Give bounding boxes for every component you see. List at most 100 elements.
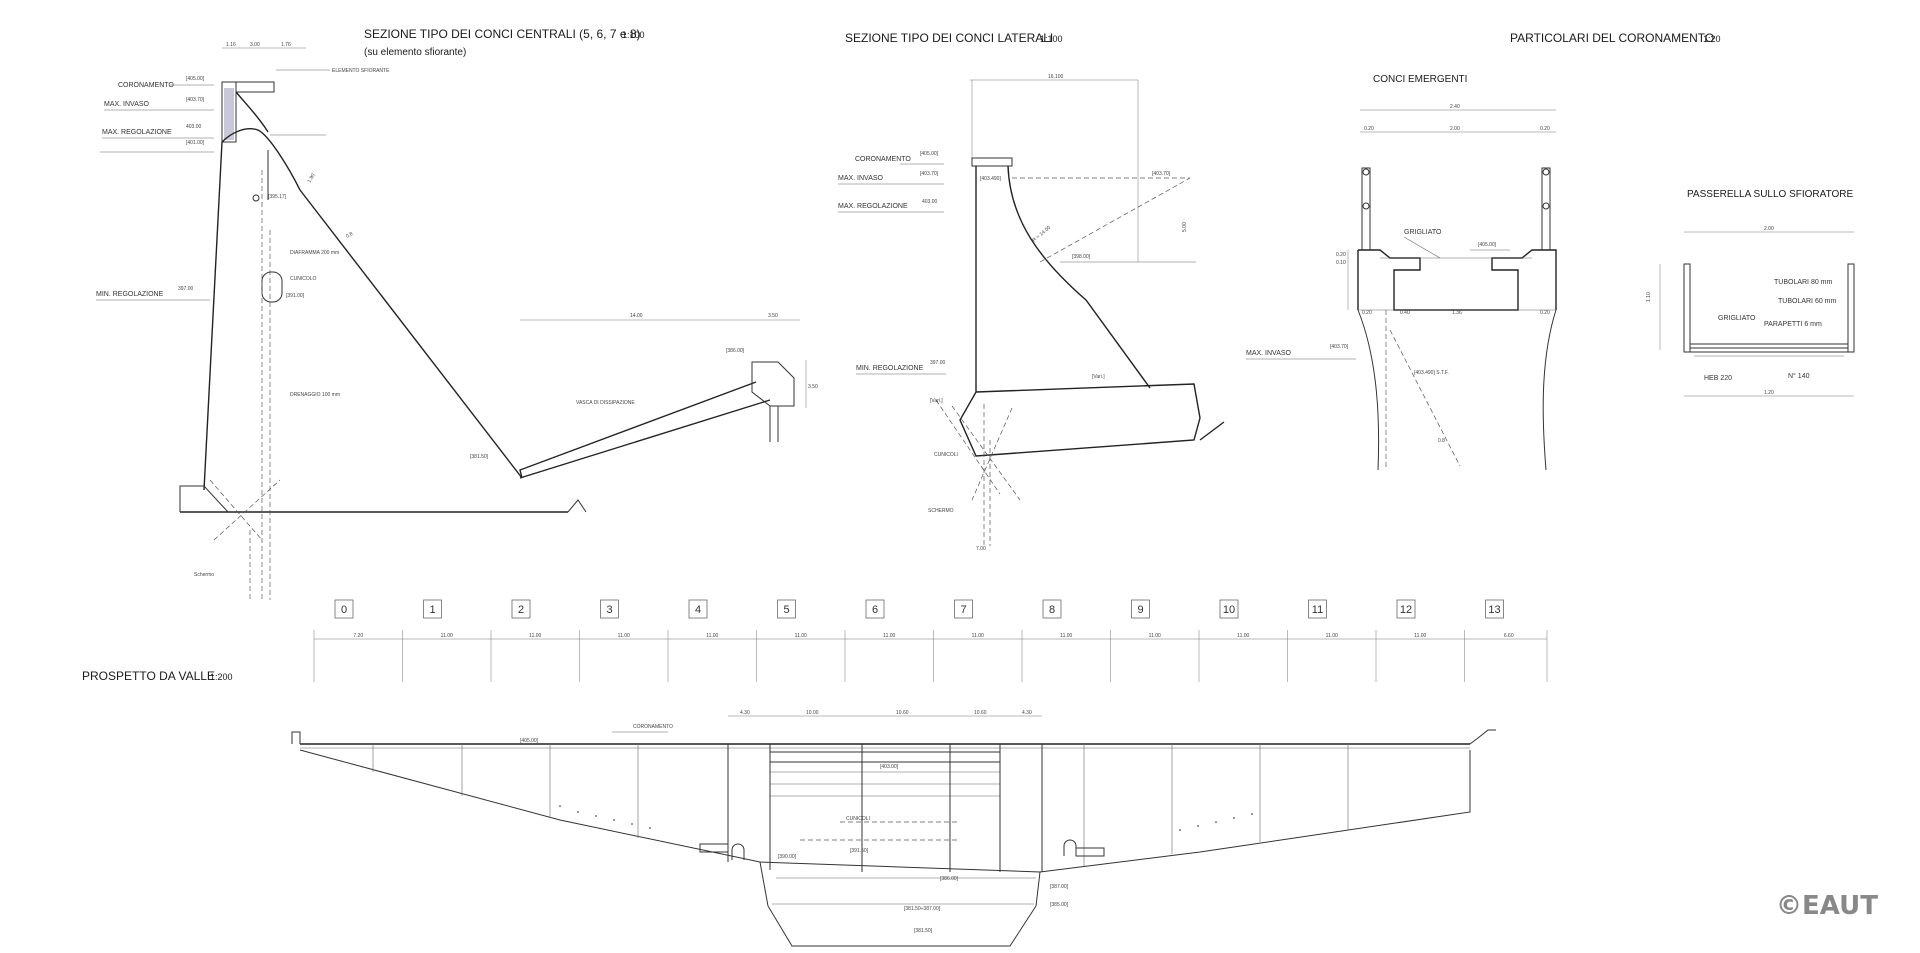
svg-text:397.00: 397.00: [930, 360, 946, 366]
block-number: 12: [1400, 604, 1412, 616]
lateral-coronamento-label: CORONAMENTO: [855, 156, 911, 163]
walkway-title: PASSERELLA SULLO SFIORATORE: [1687, 189, 1854, 200]
block-number-box: [688, 599, 708, 619]
block-number: 5: [783, 604, 789, 616]
svg-text:403.00: 403.00: [186, 124, 202, 130]
svg-text:0.10: 0.10: [1336, 260, 1346, 266]
svg-text:0.8: 0.8: [1438, 438, 1445, 444]
svg-text:5.00: 5.00: [1182, 222, 1188, 232]
svg-text:2.40: 2.40: [1450, 104, 1460, 110]
n140-label: N° 140: [1788, 372, 1810, 380]
block-number: 6: [872, 604, 878, 616]
tubolari-80-label: TUBOLARI 80 mm: [1774, 279, 1833, 286]
svg-text:10.60: 10.60: [974, 710, 987, 716]
heb-label: HEB 220: [1704, 375, 1732, 382]
svg-text:[405.00]: [405.00]: [1478, 242, 1497, 248]
svg-text:403.00: 403.00: [922, 199, 938, 205]
block-number: 8: [1049, 604, 1055, 616]
block-number: 11: [1312, 604, 1323, 616]
block-number: 13: [1488, 604, 1500, 616]
svg-text:4.30: 4.30: [1022, 710, 1032, 716]
cunicolo-label: CUNICOLO: [290, 276, 317, 282]
block-dimension: 7.20: [353, 633, 363, 639]
block-dimension: 11.00: [1326, 633, 1338, 639]
svg-text:1.10: 1.10: [1646, 292, 1652, 302]
svg-text:[405.00]: [405.00]: [920, 151, 939, 157]
block-number: 3: [606, 604, 612, 616]
crest-details-title: PARTICOLARI DEL CORONAMENTO: [1510, 31, 1714, 45]
svg-text:[403.490] S.T.F.: [403.490] S.T.F.: [1414, 370, 1449, 376]
block-dimension: 11.00: [1414, 633, 1426, 639]
svg-text:[386.00]: [386.00]: [726, 348, 745, 354]
block-dimension: 11.00: [972, 633, 984, 639]
central-max-regolazione-label: MAX. REGOLAZIONE: [102, 129, 172, 136]
block-number-box: [954, 599, 973, 619]
block-dimension: 11.00: [1237, 633, 1249, 639]
downstream-view-scale: 1:200: [210, 672, 233, 682]
svg-text:7.00: 7.00: [976, 546, 986, 552]
svg-text:[398.00]: [398.00]: [1072, 254, 1091, 260]
block-dimension: 11.00: [1060, 633, 1072, 639]
svg-text:[390.00]: [390.00]: [778, 854, 797, 860]
block-number: 7: [960, 604, 966, 616]
svg-text:10.60: 10.60: [896, 710, 909, 716]
central-section-title: SEZIONE TIPO DEI CONCI CENTRALI (5, 6, 7…: [364, 27, 641, 41]
svg-text:[Vari.]: [Vari.]: [930, 398, 943, 404]
watermark-logo: ©EAUT: [1776, 891, 1878, 921]
svg-text:[401.00]: [401.00]: [186, 140, 205, 146]
block-dimension: 11.00: [1149, 633, 1161, 639]
block-numbers-row: 07.20111.00211.00311.00411.00511.00611.0…: [313, 599, 1548, 682]
central-max-invaso-label: MAX. INVASO: [104, 101, 150, 108]
svg-text:[381.50÷387.00]: [381.50÷387.00]: [904, 906, 941, 912]
vasca-label: VASCA DI DISSIPAZIONE: [576, 400, 635, 406]
central-min-regolazione-label: MIN. REGOLAZIONE: [96, 291, 164, 298]
block-dimension: 11.00: [883, 633, 895, 639]
svg-text:R = 14.00: R = 14.00: [1031, 225, 1052, 244]
svg-text:1.16: 1.16: [226, 42, 236, 48]
svg-text:0.20: 0.20: [1364, 126, 1374, 132]
block-number-box: [1042, 599, 1062, 619]
block-number-box: [1308, 599, 1327, 619]
svg-text:[403.70]: [403.70]: [1152, 171, 1171, 177]
grigliato-label: GRIGLIATO: [1404, 229, 1442, 236]
block-number-box: [1396, 599, 1416, 619]
block-number-box: [1219, 599, 1239, 619]
svg-text:0.20: 0.20: [1336, 252, 1346, 258]
svg-text:0.20: 0.20: [1362, 310, 1372, 316]
block-number: 0: [341, 604, 347, 616]
block-dimension: 11.00: [618, 633, 630, 639]
block-number: 1: [429, 604, 435, 616]
lateral-max-regolazione-label: MAX. REGOLAZIONE: [838, 203, 908, 210]
svg-text:10.00: 10.00: [806, 710, 819, 716]
crest-details: PARTICOLARI DEL CORONAMENTO 1:20 CONCI E…: [1246, 31, 1721, 471]
svg-text:0.8: 0.8: [345, 231, 354, 240]
drenaggio-label: DRENAGGIO 100 mm: [290, 392, 340, 398]
central-coronamento-label: CORONAMENTO: [118, 82, 174, 89]
block-number-box: [865, 599, 885, 619]
svg-text:3.50: 3.50: [808, 384, 818, 390]
svg-text:[391.00]: [391.00]: [286, 293, 305, 299]
svg-text:[385.00]: [385.00]: [1050, 902, 1069, 908]
block-dimension: 11.00: [706, 633, 718, 639]
svg-text:1.90: 1.90: [307, 172, 317, 184]
block-number: 10: [1223, 604, 1235, 616]
lateral-max-invaso-label: MAX. INVASO: [838, 175, 884, 182]
svg-text:[381.50]: [381.50]: [470, 454, 489, 460]
block-dimension: 11.00: [795, 633, 807, 639]
block-number-box: [600, 599, 619, 619]
block-number: 9: [1137, 604, 1143, 616]
svg-text:2.00: 2.00: [1764, 226, 1774, 232]
svg-text:[395.17]: [395.17]: [268, 194, 287, 200]
lateral-section-scale: 1:100: [1040, 34, 1063, 44]
svg-text:[403.70]: [403.70]: [920, 171, 939, 177]
svg-text:[381.50]: [381.50]: [914, 928, 933, 934]
tubolari-60-label: TUBOLARI 60 mm: [1778, 298, 1837, 305]
view-coronamento-label: CORONAMENTO: [633, 724, 673, 730]
schermo-label: Schermo: [194, 572, 214, 578]
block-number: 4: [695, 604, 701, 616]
downstream-view-title: PROSPETTO DA VALLE: [82, 669, 215, 683]
svg-text:0.20: 0.20: [1540, 126, 1550, 132]
svg-text:16.100: 16.100: [1048, 74, 1064, 80]
central-section-scale: 1:100: [622, 30, 645, 40]
